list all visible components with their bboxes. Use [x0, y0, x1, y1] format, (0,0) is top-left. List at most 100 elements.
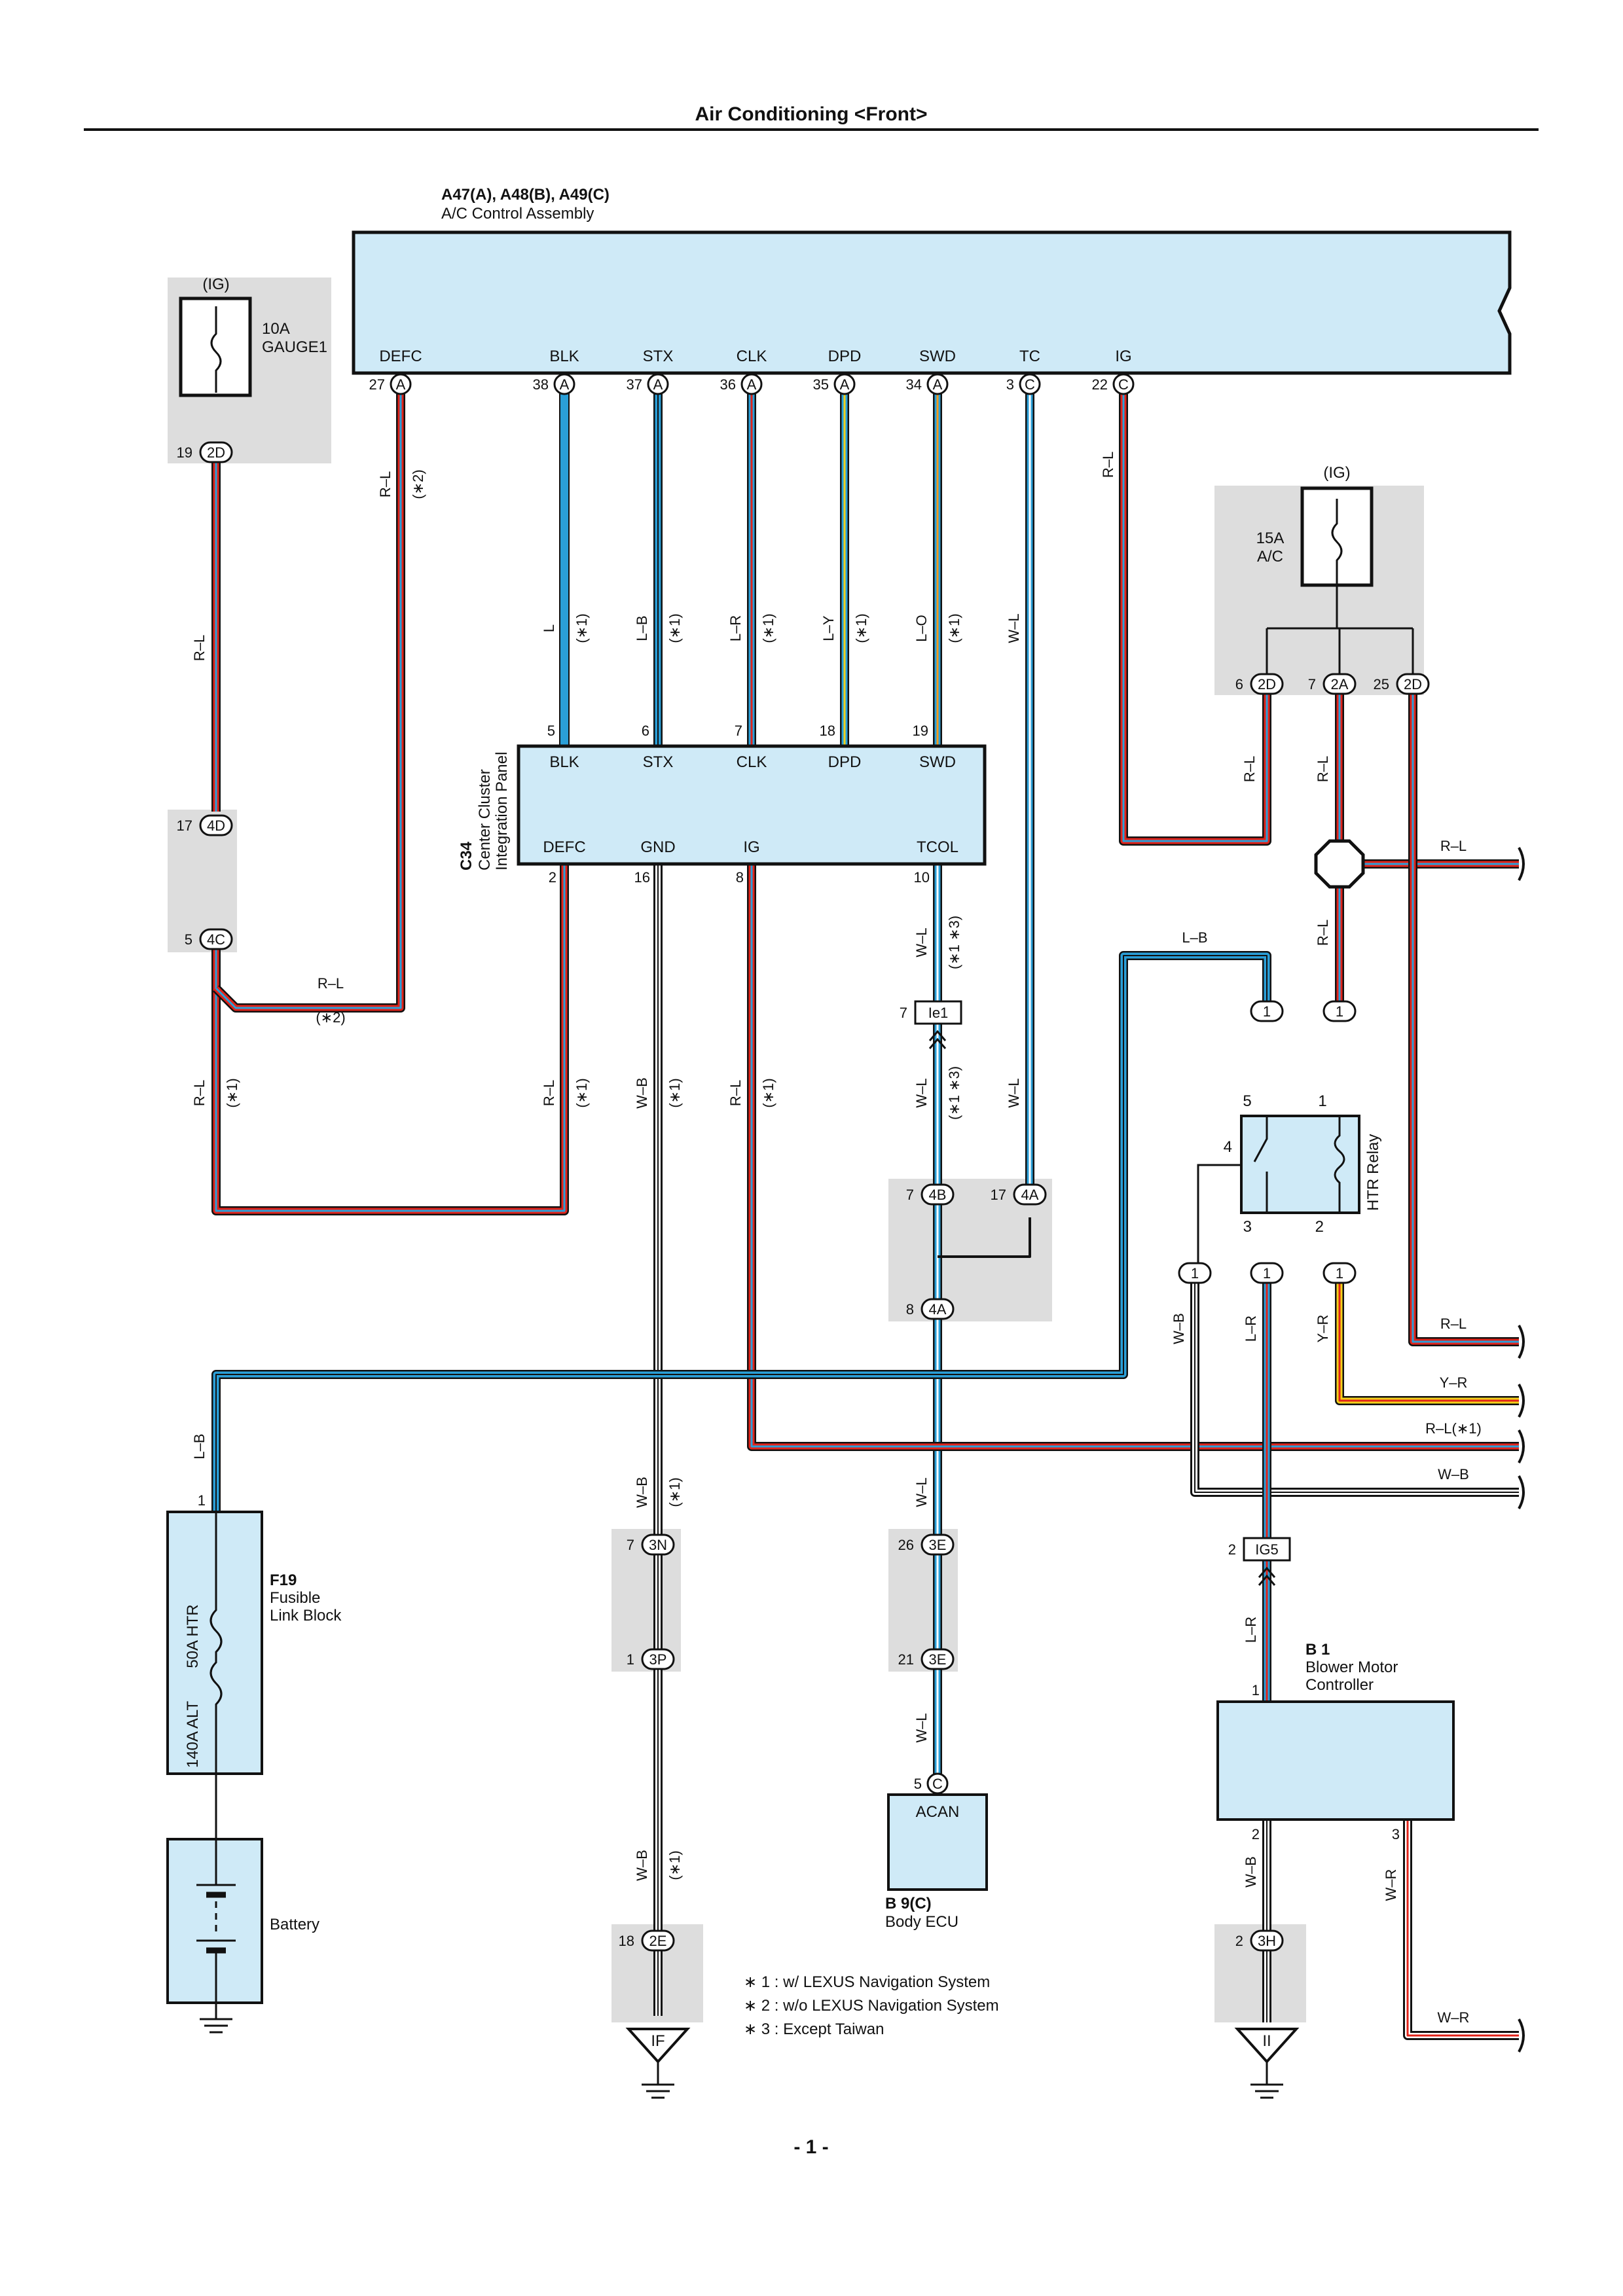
- svg-text:4C: 4C: [207, 931, 225, 948]
- svg-text:18: 18: [619, 1933, 634, 1949]
- c34-box: [517, 744, 987, 866]
- lbl-star2-horiz: (∗2): [316, 1009, 345, 1026]
- body-ecu-pin-num: 5: [914, 1776, 922, 1792]
- svg-text:A: A: [933, 376, 943, 393]
- blower-pin-2: 2: [1252, 1826, 1260, 1842]
- svg-text:1: 1: [1263, 1265, 1271, 1282]
- lbl-rl-splice: R–L: [1315, 920, 1331, 946]
- c34-top-blk: BLK: [549, 753, 579, 771]
- lbl-wl-acan: W–L: [913, 1713, 930, 1742]
- wire-labels: R–L R–L (∗2) L (∗1) L–B (∗1) L–R (∗1) L–…: [191, 452, 1482, 2026]
- c34-top-swd: SWD: [919, 753, 956, 771]
- body-ecu-conn: C: [932, 1776, 943, 1792]
- svg-text:Ie1: Ie1: [928, 1005, 949, 1021]
- lbl-lb-horiz: L–B: [1182, 929, 1207, 946]
- svg-text:27: 27: [369, 376, 385, 393]
- f19-code: F19: [270, 1571, 297, 1589]
- lbl-ly-dpd: L–Y: [820, 615, 837, 641]
- lbl-star1-2e: (∗1): [666, 1850, 683, 1880]
- conn-3h: 3H2: [1235, 1929, 1284, 1952]
- f19-pin: 1: [198, 1492, 206, 1509]
- lbl-wl-tc: W–L: [1006, 613, 1022, 643]
- svg-text:3N: 3N: [649, 1537, 667, 1553]
- lbl-wb-3n: W–B: [634, 1477, 650, 1508]
- svg-text:36: 36: [720, 376, 736, 393]
- body-ecu-box: [887, 1793, 988, 1891]
- ac-term-defc: DEFC: [379, 348, 422, 365]
- f19-fuse1-group: 50A HTR: [184, 1604, 202, 1668]
- lbl-wl-ie1: W–L: [913, 1078, 930, 1107]
- ac-pin-dpd: A 35: [813, 373, 856, 395]
- lbl-wr-blower: W–R: [1383, 1869, 1399, 1901]
- lbl-star1-gnd: (∗1): [666, 1078, 683, 1107]
- lbl-rl-defc: R–L: [377, 471, 393, 497]
- svg-text:34: 34: [906, 376, 922, 393]
- lbl-star1-swd: (∗1): [946, 613, 962, 643]
- page-number: - 1 -: [793, 2136, 828, 2158]
- svg-text:A: A: [396, 376, 406, 393]
- svg-text:7: 7: [906, 1187, 914, 1203]
- svg-text:2: 2: [1228, 1541, 1236, 1558]
- lbl-wb-relay: W–B: [1171, 1313, 1187, 1344]
- lbl-star1-clk: (∗1): [760, 613, 776, 643]
- ac-term-ig: IG: [1115, 348, 1131, 365]
- htr-relay-box: [1240, 1115, 1360, 1214]
- diagram-title: Air Conditioning <Front>: [695, 103, 928, 125]
- svg-text:37: 37: [627, 376, 642, 393]
- wire-wr-blower: [1403, 1820, 1519, 2040]
- body-ecu-code: B 9(C): [885, 1895, 932, 1912]
- lbl-rl-c34defc: R–L: [541, 1080, 557, 1106]
- f19-fuse-symbol: [210, 1512, 223, 1774]
- lbl-lb-stx: L–B: [634, 615, 650, 641]
- gauge-fuse-rating: 10A: [262, 320, 290, 338]
- note-2: ∗ 2 : w/o LEXUS Navigation System: [744, 1997, 999, 2015]
- ac-term-tc: TC: [1019, 348, 1040, 365]
- wire-rl-defc-c34: [211, 864, 569, 1215]
- battery-symbol: [196, 1839, 236, 2034]
- svg-text:8: 8: [906, 1301, 914, 1318]
- svg-text:3E: 3E: [929, 1651, 947, 1668]
- conn-4a-bot: 4A 8: [906, 1298, 955, 1320]
- svg-text:1: 1: [1336, 1003, 1343, 1020]
- svg-text:1: 1: [1191, 1265, 1199, 1282]
- f19-name-1: Fusible: [270, 1589, 320, 1607]
- c34-name-2: Integration Panel: [493, 752, 511, 870]
- svg-text:A: A: [840, 376, 850, 393]
- wire-wb-relay: [1190, 1283, 1519, 1497]
- svg-text:A: A: [560, 376, 570, 393]
- ac-term-clk: CLK: [737, 348, 767, 365]
- wires: [211, 393, 1519, 2040]
- lbl-rl-horiz: R–L: [318, 975, 344, 992]
- svg-text:2: 2: [1235, 1933, 1243, 1949]
- body-ecu-pin: [926, 1772, 949, 1795]
- svg-text:IG5: IG5: [1255, 1541, 1278, 1558]
- svg-text:35: 35: [813, 376, 829, 393]
- lbl-star1-blk: (∗1): [574, 613, 590, 643]
- c34-code: C34: [458, 841, 475, 870]
- ac-pin-swd: A 34: [906, 373, 949, 395]
- lbl-star1-stx: (∗1): [666, 613, 683, 643]
- lbl-lo-swd: L–O: [913, 615, 930, 642]
- splice-point: [1314, 839, 1365, 889]
- lbl-wr-out: W–R: [1438, 2009, 1470, 2026]
- htr-relay-label: HTR Relay: [1364, 1134, 1382, 1211]
- svg-text:7: 7: [900, 1005, 907, 1021]
- note-1: ∗ 1 : w/ LEXUS Navigation System: [744, 1973, 990, 1991]
- lbl-rl-2d25: R–L: [1440, 1316, 1467, 1332]
- svg-text:25: 25: [1374, 676, 1389, 692]
- blower-pin-3: 3: [1392, 1826, 1400, 1842]
- c34-pin-10: 10: [914, 869, 930, 886]
- ac-term-stx: STX: [643, 348, 674, 365]
- gauge-fuse-ig: (IG): [202, 276, 229, 293]
- svg-text:4A: 4A: [929, 1301, 947, 1318]
- ac-pin-clk: A36: [720, 373, 763, 395]
- f19-fuse2-group: 140A ALT: [184, 1701, 202, 1768]
- f19-name-2: Link Block: [270, 1607, 342, 1624]
- c34-pin-19: 19: [913, 723, 928, 739]
- lbl-yr-relay: Y–R: [1315, 1315, 1331, 1343]
- gauge-fuse-symbol: [210, 306, 222, 393]
- ground-if: IF: [625, 2028, 691, 2099]
- lbl-star1-dpd: (∗1): [853, 613, 869, 643]
